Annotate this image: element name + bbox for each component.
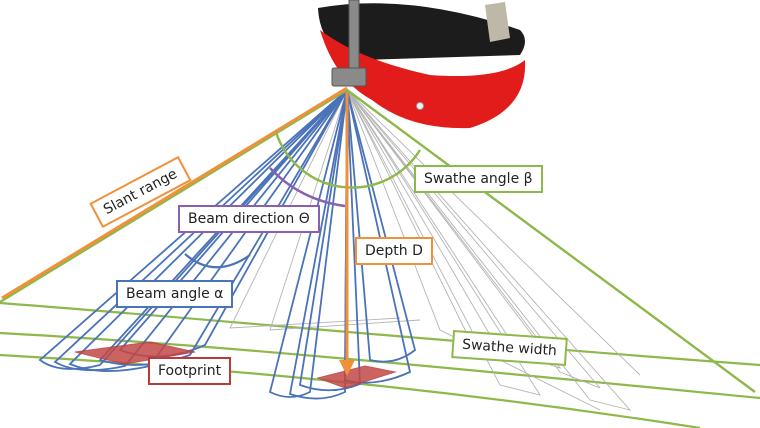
thin-beam	[269, 89, 421, 331]
ship-hull-red	[320, 30, 526, 129]
beam-direction-label: Beam direction Θ	[178, 205, 320, 233]
ship-hull-top	[318, 3, 525, 61]
thin-beam	[346, 89, 601, 389]
thin-beam	[346, 89, 601, 411]
thin-beam	[229, 89, 401, 329]
seafloor	[0, 301, 760, 428]
ship-deck-block	[485, 2, 510, 42]
depth-label: Depth D	[355, 237, 433, 265]
sonar-transducer	[331, 67, 367, 87]
thin-beam	[346, 89, 641, 376]
thin-beam	[346, 89, 502, 353]
slant-range-line	[1, 86, 348, 300]
beam-direction-arc	[269, 167, 346, 208]
footprint-label: Footprint	[148, 357, 232, 385]
footprint-center	[316, 365, 397, 389]
swathe-edge-left	[0, 88, 348, 304]
beam-cone-center-1	[268, 89, 348, 398]
ship-porthole	[416, 102, 424, 110]
depth-arrow	[339, 92, 355, 376]
beam-cone-left-2	[53, 89, 348, 372]
seafloor-line-mid	[0, 331, 760, 400]
beam-cone-center-2	[288, 89, 348, 400]
swathe-outline	[0, 88, 756, 393]
sonar-mast	[348, 0, 360, 73]
thin-beam	[346, 89, 632, 411]
swathe-edge-right	[346, 89, 756, 393]
footprint-left	[74, 341, 196, 365]
swathe-angle-arc	[274, 131, 422, 189]
beam-cone-center-5	[346, 89, 417, 363]
footprints	[74, 341, 397, 389]
beam-angle-label: Beam angle α	[116, 280, 234, 308]
beam-cone-left-3	[68, 89, 348, 372]
beam-cone-left-1	[38, 89, 348, 370]
ship	[318, 0, 526, 129]
beam-cone-left-4	[98, 89, 348, 366]
seafloor-line-top	[0, 301, 760, 367]
depth-arrowhead	[339, 360, 355, 376]
swathe-angle-label: Swathe angle β	[414, 165, 543, 193]
beam-angle-arc	[184, 253, 251, 269]
beam-cone-center-3	[298, 89, 361, 392]
